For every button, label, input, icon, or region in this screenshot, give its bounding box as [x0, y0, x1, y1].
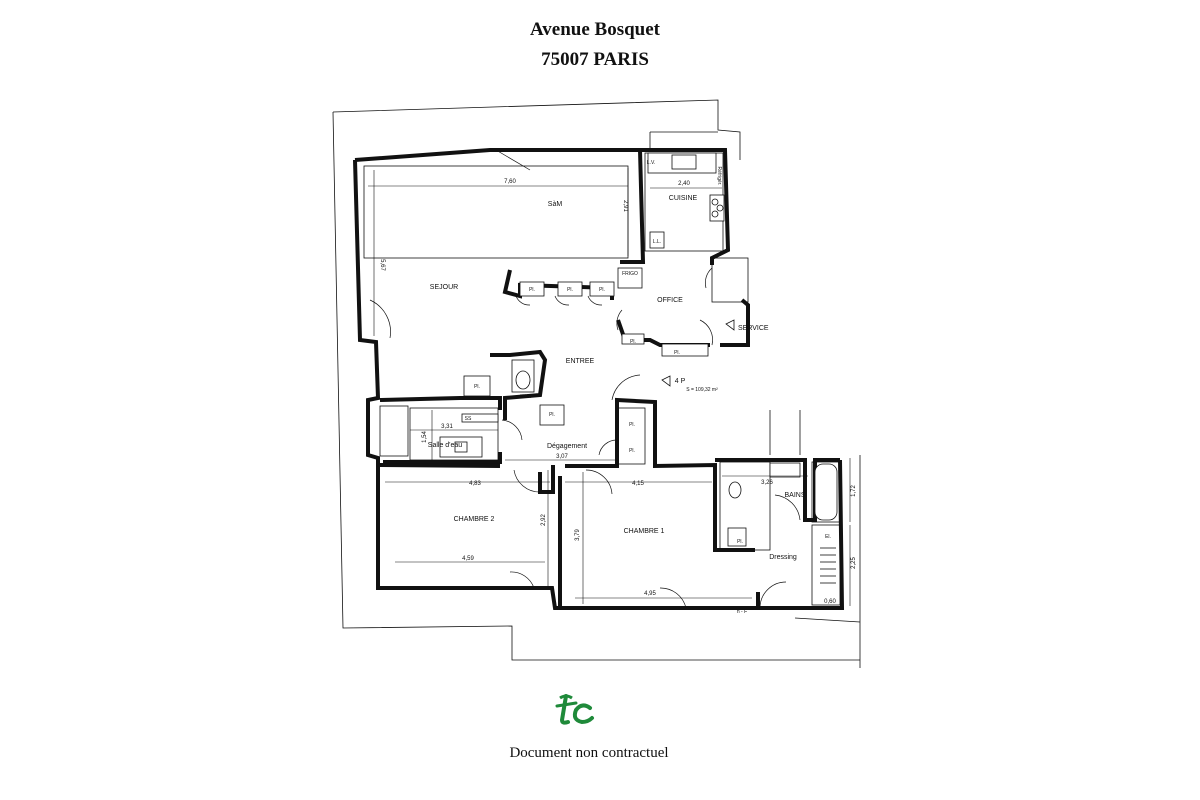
- summary-surface: S = 109,32 m²: [686, 387, 718, 393]
- hob-burner-icon: [711, 198, 719, 206]
- door-arc: [611, 374, 641, 401]
- label-placard-bains: Pl.: [737, 539, 743, 545]
- door-arc: [587, 295, 603, 306]
- door-arc: [369, 299, 391, 339]
- placard-1: [519, 281, 545, 297]
- door-arc: [598, 439, 618, 456]
- shower-cabin: [379, 405, 409, 457]
- door-arc: [513, 469, 541, 493]
- dim-cuisine-width: 2,40: [678, 181, 690, 187]
- label-hf: h - F: [737, 609, 747, 615]
- label-placard-deg-2: Pl.: [629, 448, 635, 454]
- label-placard-office: Pl.: [630, 339, 636, 345]
- fixtures: [379, 152, 838, 584]
- door-arc: [774, 494, 801, 521]
- dim-sam-depth: 2,91: [622, 200, 628, 212]
- shower-tray: [461, 413, 499, 423]
- toilet-bowl-icon: [515, 370, 531, 390]
- bath-washbasin: [769, 462, 801, 478]
- dimension-lines: [368, 168, 851, 606]
- label-placard-sejour: Pl.: [474, 384, 480, 390]
- door-arc: [699, 319, 713, 346]
- bath-cabinet: [727, 527, 747, 547]
- placard-2: [557, 281, 583, 297]
- dim-chambre2-width-top: 4,83: [469, 481, 481, 487]
- placard-3: [589, 281, 615, 297]
- door-arc: [659, 587, 687, 609]
- summary-rooms: 4 P: [675, 378, 686, 385]
- door-arc: [554, 295, 570, 306]
- office-cabinet: [661, 343, 709, 357]
- exterior-walls: [353, 148, 845, 610]
- bathtub-icon: [814, 463, 838, 521]
- room-label-service: SERVICE: [738, 325, 769, 332]
- label-ll: L.L.: [653, 239, 661, 245]
- service-entrance-arrow-icon: [725, 319, 735, 331]
- label-placard-2: Pl.: [567, 287, 573, 293]
- dim-sam-width: 7,60: [504, 179, 516, 185]
- summary-arrow-icon: [661, 375, 671, 387]
- label-refrigerateur: Réfrigér.: [716, 167, 722, 186]
- room-label-bains: BAINS: [784, 492, 805, 499]
- label-lv: L.V.: [647, 160, 655, 166]
- plan-title-street: Avenue Bosquet: [529, 19, 661, 40]
- dim-dressing-width: 0,60: [824, 599, 836, 605]
- ll-box: [649, 231, 665, 249]
- door-arc: [759, 581, 787, 609]
- dim-chambre1-depth: 3,79: [575, 529, 581, 541]
- label-placard-office-2: Pl.: [674, 350, 680, 356]
- label-frigo: FRIGO: [622, 271, 638, 277]
- dim-salle-deau-depth: 1,54: [422, 431, 428, 443]
- room-label-chambre2: CHAMBRE 2: [454, 516, 495, 523]
- room-label-degagement: Dégagement: [547, 443, 587, 450]
- label-placard-entree: Pl.: [549, 412, 555, 418]
- parcel-outline: [332, 99, 861, 668]
- interior-walls: [363, 152, 841, 606]
- label-placard-1: Pl.: [529, 287, 535, 293]
- label-placard-3: Pl.: [599, 287, 605, 293]
- disclaimer-text: Document non contractuel: [509, 745, 669, 761]
- office-cabinet-2: [621, 333, 645, 345]
- room-label-office: OFFICE: [657, 297, 683, 304]
- dim-chambre1-width-bottom: 4,95: [644, 591, 656, 597]
- dim-sejour-depth: 5,67: [379, 259, 385, 271]
- door-leaf: [495, 149, 531, 171]
- kitchen-sink: [671, 154, 697, 170]
- tc-logo-icon: [555, 694, 594, 725]
- room-label-sam: SàM: [548, 201, 563, 208]
- plan-title-city: 75007 PARIS: [541, 49, 649, 70]
- door-arc: [705, 267, 713, 289]
- door-arc: [501, 419, 523, 441]
- dim-chambre2-width-bottom: 4,59: [462, 556, 474, 562]
- hob-burner-icon: [716, 204, 724, 212]
- room-label-dressing: Dressing: [769, 554, 797, 561]
- dim-dressing-depth: 2,25: [851, 557, 857, 569]
- room-label-salle-deau: Salle d'eau: [428, 442, 463, 449]
- dim-bains-width: 3,26: [761, 480, 773, 486]
- dim-bains-depth: 1,72: [851, 485, 857, 497]
- label-shower: SS: [465, 416, 472, 422]
- dim-degagement-width: 3,07: [556, 454, 568, 460]
- door-arc: [585, 469, 613, 495]
- label-placard-deg-1: Pl.: [629, 422, 635, 428]
- door-arc: [515, 295, 531, 306]
- room-label-sejour: SEJOUR: [430, 284, 458, 291]
- dim-chambre1-width-top: 4,15: [632, 481, 644, 487]
- dim-salle-deau-width: 3,31: [441, 424, 453, 430]
- washbasin-icon: [454, 441, 468, 453]
- room-label-wc: W.C.: [521, 394, 532, 400]
- room-label-entree: ENTREE: [566, 358, 595, 365]
- door-arc: [616, 309, 623, 331]
- room-label-cuisine: CUISINE: [669, 195, 698, 202]
- dim-chambre2-depth: 2,92: [541, 514, 547, 526]
- bath-toilet-icon: [728, 481, 742, 499]
- hob-burner-icon: [711, 210, 719, 218]
- label-el: El.: [825, 534, 831, 540]
- door-arc: [509, 571, 535, 589]
- room-label-chambre1: CHAMBRE 1: [624, 528, 665, 535]
